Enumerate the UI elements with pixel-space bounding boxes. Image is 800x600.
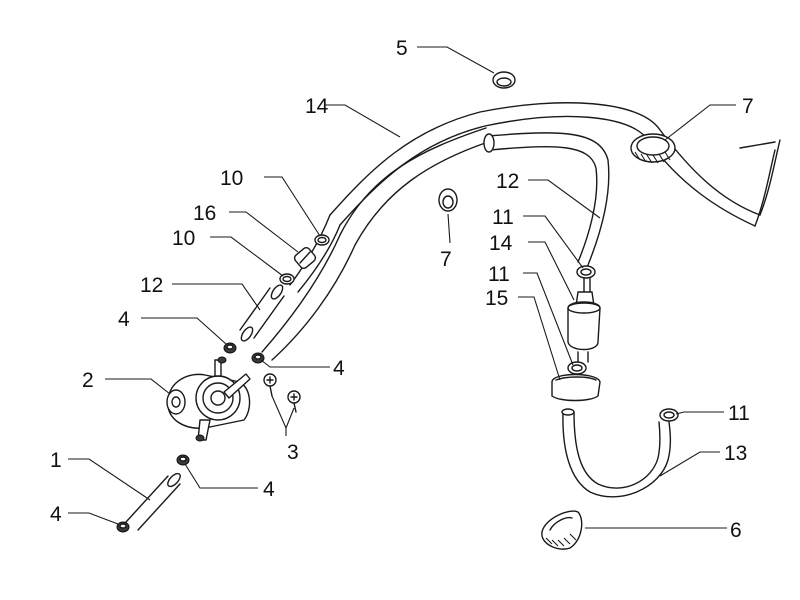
callout-15: 15 — [485, 287, 508, 310]
callout-6: 6 — [730, 519, 742, 542]
hose-clamp-8 — [630, 133, 676, 164]
callout-16: 16 — [193, 202, 216, 225]
callout-1: 1 — [50, 449, 62, 472]
callout-4-b: 4 — [333, 357, 345, 380]
screw-3-a — [263, 373, 277, 397]
callout-11-lower: 11 — [728, 402, 750, 425]
hose-clamp-11-lower — [659, 408, 679, 422]
hose-clamp-10-upper — [314, 234, 330, 246]
callout-8: 7 — [742, 95, 754, 118]
fuel-hose-12-upper — [483, 132, 610, 266]
hose-clamp-7 — [438, 188, 458, 212]
callout-4-c: 4 — [263, 478, 275, 501]
callout-13: 13 — [724, 442, 747, 465]
fuel-hose-12-short — [239, 284, 285, 342]
hose-clamp-10-lower — [279, 273, 295, 285]
fuel-pump-2 — [166, 356, 251, 442]
callout-labels: 5 14 7 10 12 16 11 10 14 7 11 12 15 4 4 … — [50, 37, 754, 542]
callout-7: 7 — [440, 248, 452, 271]
filter-bracket-15 — [551, 373, 601, 402]
hose-clamp-6 — [541, 510, 583, 550]
callout-9: 14 — [305, 95, 329, 118]
hose-clamp-4-a — [223, 342, 237, 354]
callout-11-middle: 11 — [488, 263, 510, 286]
hose-clamp-11-middle — [567, 361, 587, 375]
callout-3: 3 — [287, 441, 299, 464]
callout-2: 2 — [82, 369, 94, 392]
fuel-hose-lower — [261, 127, 489, 361]
callout-4-a: 4 — [118, 308, 130, 331]
callout-12-right: 12 — [496, 170, 519, 193]
fitting-16 — [293, 247, 317, 269]
callout-10-upper: 10 — [220, 167, 243, 190]
callout-10-lower: 10 — [172, 227, 195, 250]
leader-lines — [68, 46, 736, 529]
hose-clamp-5 — [492, 71, 516, 89]
callout-4-d: 4 — [50, 503, 62, 526]
fuel-hose-13 — [561, 408, 672, 498]
callout-5: 5 — [396, 37, 408, 60]
callout-12-left: 12 — [140, 274, 163, 297]
fuel-filter-14 — [567, 277, 601, 363]
fuel-hose-1 — [125, 472, 181, 531]
callout-11-upper: 11 — [492, 206, 514, 229]
fuel-hose-9 — [329, 102, 781, 227]
hose-clamp-4-d — [116, 521, 130, 533]
hose-clamp-11-upper — [576, 265, 596, 279]
hose-clamp-4-c — [176, 454, 190, 466]
screw-3-b — [287, 390, 301, 413]
callout-14: 14 — [489, 232, 513, 255]
